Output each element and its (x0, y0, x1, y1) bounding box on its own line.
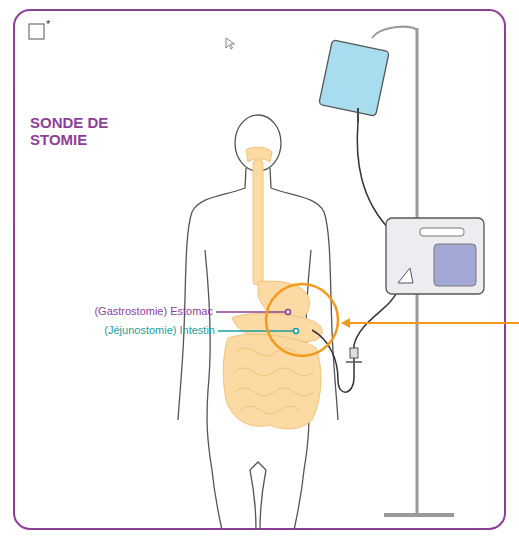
intestine-loops (234, 348, 316, 414)
footnote-mark: * (46, 18, 50, 31)
leader-dot (294, 329, 299, 334)
connector (346, 348, 362, 362)
tube (354, 290, 398, 345)
title: SONDE DE STOMIE (30, 114, 118, 149)
leader-line (218, 330, 294, 332)
pointer-arrow (342, 322, 519, 324)
part-label: (Gastrostomie) Estomac (94, 305, 213, 318)
feeding-pump (386, 218, 484, 294)
highlight-circle (266, 284, 338, 356)
cursor (226, 38, 235, 49)
checkbox (29, 24, 44, 39)
frame (14, 10, 505, 529)
tube (357, 122, 392, 232)
leader-line (216, 311, 286, 313)
part-label: (Jéjunostomie) Intestin (104, 324, 215, 337)
body-outline (178, 115, 338, 530)
digestive-tract (223, 147, 322, 429)
feeding-bag (319, 40, 389, 122)
leader-dot (286, 310, 291, 315)
